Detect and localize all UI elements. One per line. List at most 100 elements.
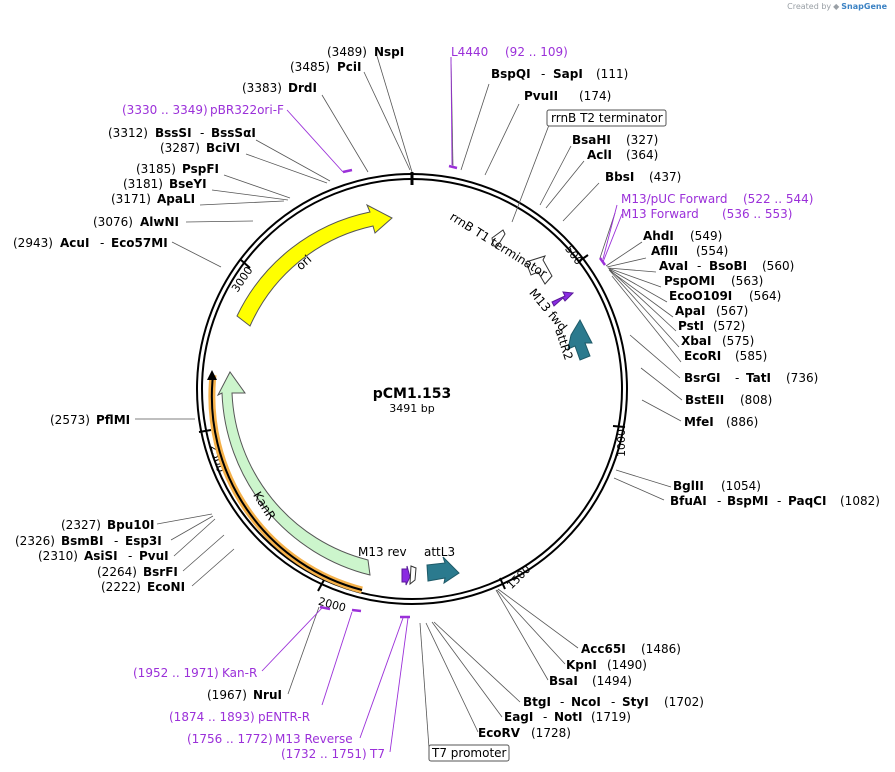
credit-prefix: Created by [787, 2, 832, 11]
site-ahdi-name[interactable]: AhdI [643, 229, 674, 243]
site-bspqi-name2[interactable]: SapI [553, 67, 583, 81]
site-btgi-name1[interactable]: BtgI [523, 695, 551, 709]
site-mfei-name[interactable]: MfeI [684, 415, 714, 429]
site-drdi-name[interactable]: DrdI [288, 81, 317, 95]
site-bspqi-pos: (111) [596, 67, 628, 81]
site-bsteii-name[interactable]: BstEII [685, 393, 724, 407]
site-bsrgi-name1[interactable]: BsrGI [684, 371, 721, 385]
kanr-feature[interactable] [216, 371, 371, 576]
site-pspomi-name[interactable]: PspOMI [664, 274, 715, 288]
site-btgi-name2[interactable]: NcoI [571, 695, 601, 709]
site-kpni-name[interactable]: KpnI [566, 658, 597, 672]
site-apali-name[interactable]: ApaLI [157, 192, 195, 206]
site-avai-name2[interactable]: BsoBI [709, 259, 747, 273]
site-psti-name[interactable]: PstI [678, 319, 704, 333]
site-bfuai-name3[interactable]: PaqCI [788, 494, 826, 508]
site-asisi-name1[interactable]: AsiSI [84, 549, 118, 563]
primer-m13rev-name[interactable]: M13 Reverse [275, 732, 353, 746]
site-bglii-pos: (1054) [721, 479, 761, 493]
site-acui-name1[interactable]: AcuI [60, 236, 89, 250]
site-bseyi-name[interactable]: BseYI [169, 177, 207, 191]
primer-pentr-name[interactable]: pENTR-R [258, 710, 310, 724]
site-bfuai-name2[interactable]: BspMI [727, 494, 768, 508]
attr2-feature[interactable] [567, 318, 593, 361]
attl3-label: attL3 [424, 545, 455, 559]
primer-t7-range: (1732 .. 1751) [281, 747, 367, 761]
site-bfuai-sep2: - [777, 494, 781, 508]
site-bsrgi-pos: (736) [786, 371, 818, 385]
site-pspfi-name[interactable]: PspFI [182, 162, 219, 176]
site-bbsi-name[interactable]: BbsI [605, 170, 634, 184]
site-acc65i-name[interactable]: Acc65I [581, 642, 626, 656]
site-bcivi-name[interactable]: BciVI [206, 141, 240, 155]
site-ecori-name[interactable]: EcoRI [684, 349, 721, 363]
site-acui-name2[interactable]: Eco57MI [111, 236, 168, 250]
site-bsteii-pos: (808) [740, 393, 772, 407]
site-acui-pos: (2943) [13, 236, 53, 250]
site-apai-name[interactable]: ApaI [675, 304, 705, 318]
site-bglii-name[interactable]: BglII [673, 479, 704, 493]
ori-feature[interactable] [236, 203, 393, 327]
site-bspqi-name1[interactable]: BspQI [491, 67, 531, 81]
site-eagi-name2[interactable]: NotI [554, 710, 583, 724]
site-bsahi-name[interactable]: BsaHI [572, 133, 611, 147]
m13-fwd-feature[interactable] [551, 291, 575, 307]
site-bsssi-name2[interactable]: BssSαI [211, 126, 256, 140]
site-aflii-name[interactable]: AflII [651, 244, 678, 258]
site-drdi-pos: (3383) [242, 81, 282, 95]
site-nspi-name[interactable]: NspI [374, 45, 404, 59]
m13-rev-feature[interactable] [401, 565, 411, 586]
rrnb-t2-label[interactable]: rrnB T2 terminator [551, 111, 663, 125]
site-nrui-name[interactable]: NruI [253, 688, 282, 702]
site-bsmbi-name1[interactable]: BsmBI [61, 534, 103, 548]
site-apai-pos: (567) [716, 304, 748, 318]
site-aflii-pos: (554) [696, 244, 728, 258]
site-pcii-name[interactable]: PciI [337, 60, 362, 74]
site-pcii-pos: (3485) [290, 60, 330, 74]
site-pflmi-name[interactable]: PflMI [96, 413, 130, 427]
site-pspomi-pos: (563) [731, 274, 763, 288]
site-pvuii-name[interactable]: PvuII [524, 89, 558, 103]
site-btgi-name3[interactable]: StyI [622, 695, 649, 709]
site-bsmbi-name2[interactable]: Esp3I [125, 534, 162, 548]
site-avai-sep: - [697, 259, 701, 273]
site-bsai-name[interactable]: BsaI [549, 674, 578, 688]
primer-l4440-name[interactable]: L4440 [451, 45, 488, 59]
t7-promoter-label[interactable]: T7 promoter [431, 746, 507, 760]
site-bsrgi-name2[interactable]: TatI [746, 371, 771, 385]
primer-t7-name[interactable]: T7 [369, 747, 385, 761]
primer-m13fwd-name[interactable]: M13 Forward [621, 207, 699, 221]
site-bsmbi-pos: (2326) [15, 534, 55, 548]
attl3-feature[interactable] [426, 556, 460, 585]
primer-m13puc-name[interactable]: M13/pUC Forward [621, 192, 728, 206]
site-bfuai-pos: (1082) [840, 494, 880, 508]
plasmid-name: pCM1.153 [373, 386, 452, 402]
primer-kanr-range: (1952 .. 1971) [133, 666, 219, 680]
site-xbai-name[interactable]: XbaI [681, 334, 711, 348]
site-bsrgi-sep: - [735, 371, 739, 385]
site-apali-pos: (3171) [111, 192, 151, 206]
site-bfuai-name1[interactable]: BfuAI [670, 494, 707, 508]
site-econi-name[interactable]: EcoNI [147, 580, 185, 594]
site-bcivi-pos: (3287) [160, 141, 200, 155]
site-bpu10i-name[interactable]: Bpu10I [107, 518, 154, 532]
site-ecorv-pos: (1728) [531, 726, 571, 740]
site-asisi-sep: - [128, 549, 132, 563]
site-ecorv-name[interactable]: EcoRV [478, 726, 521, 740]
site-acli-name[interactable]: AclI [587, 148, 612, 162]
site-eagi-name1[interactable]: EagI [504, 710, 533, 724]
site-acc65i-pos: (1486) [641, 642, 681, 656]
site-alwni-name[interactable]: AlwNI [140, 215, 179, 229]
site-asisi-pos: (2310) [38, 549, 78, 563]
site-eco0109i-name[interactable]: EcoO109I [669, 289, 732, 303]
site-avai-name1[interactable]: AvaI [659, 259, 688, 273]
primer-kanr-name[interactable]: Kan-R [222, 666, 257, 680]
primer-pbr-name[interactable]: pBR322ori-F [210, 103, 284, 117]
site-bsssi-name1[interactable]: BssSI [155, 126, 192, 140]
site-bsrfi-name[interactable]: BsrFI [143, 565, 178, 579]
site-asisi-name2[interactable]: PvuI [139, 549, 169, 563]
t7-promoter-label-box [428, 744, 510, 762]
site-acui-sep: - [100, 236, 104, 250]
credit-brand: SnapGene [841, 2, 887, 11]
site-avai-pos: (560) [762, 259, 794, 273]
